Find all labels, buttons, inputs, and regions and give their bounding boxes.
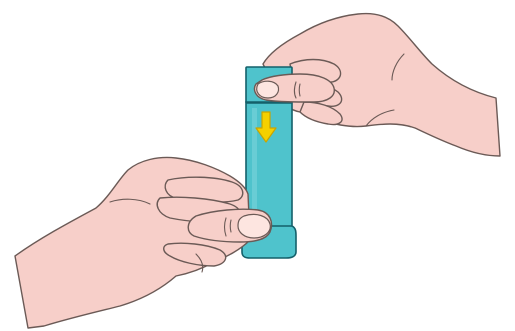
- upper-thumb-nail: [257, 81, 279, 98]
- lower-hand: [15, 158, 250, 329]
- upper-hand-thumb: [254, 74, 334, 102]
- device-highlight: [252, 108, 257, 220]
- lower-thumb-nail: [238, 214, 270, 238]
- lower-hand-thumb: [188, 209, 271, 242]
